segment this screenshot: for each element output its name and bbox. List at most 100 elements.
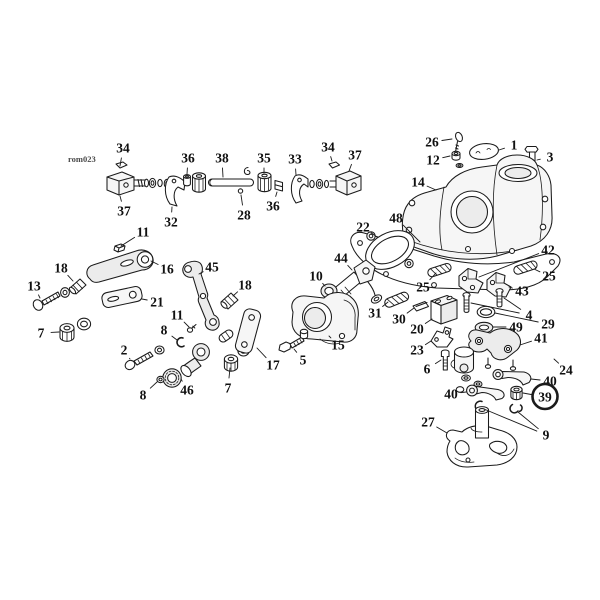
callout-10: 10 <box>309 269 326 287</box>
callout-label-6: 6 <box>424 362 431 377</box>
part-oil-pump-27 <box>445 406 518 468</box>
part-cap-34-right <box>328 161 341 169</box>
part-screw-11-bottom <box>186 323 197 333</box>
part-washers-stack <box>461 374 483 388</box>
callout-39: 39 <box>522 382 559 411</box>
callout-label-26: 26 <box>425 135 439 150</box>
callout-label-27: 27 <box>421 415 435 430</box>
callout-12: 12 <box>426 153 451 168</box>
leader-line <box>149 381 158 389</box>
callout-label-2: 2 <box>121 343 128 358</box>
part-washer-8-bottom <box>156 375 165 384</box>
callout-26: 26 <box>425 135 453 150</box>
leader-line <box>429 272 437 281</box>
part-spacer-18-right <box>220 292 239 310</box>
callout-18: 18 <box>232 278 252 297</box>
leader-line <box>183 321 190 328</box>
callout-label-30: 30 <box>392 312 406 327</box>
leader-line <box>406 307 415 314</box>
part-plate-21 <box>101 286 143 308</box>
callout-37: 37 <box>348 148 362 172</box>
leader-line <box>498 147 505 151</box>
callout-label-18: 18 <box>238 278 252 293</box>
part-spring-25-right <box>513 260 538 275</box>
callout-5: 5 <box>293 348 307 368</box>
part-lever-40-lower <box>455 384 505 401</box>
callout-13: 13 <box>27 279 41 299</box>
part-nut-11-top <box>113 243 126 253</box>
callout-8: 8 <box>140 381 158 403</box>
callout-label-11: 11 <box>137 225 150 240</box>
part-washers-right <box>309 178 330 190</box>
leader-line <box>470 302 520 314</box>
callout-31: 31 <box>368 301 389 321</box>
leader-line <box>180 378 183 382</box>
part-governor-plate-41 <box>468 328 522 371</box>
callout-label-13: 13 <box>27 279 41 294</box>
part-washer <box>60 287 70 298</box>
callout-34: 34 <box>321 140 335 162</box>
leader-line <box>119 195 122 202</box>
callout-label-34: 34 <box>116 141 130 156</box>
part-pawl-carrier-37-left <box>106 171 150 196</box>
callout-label-25: 25 <box>416 280 430 295</box>
callout-16: 16 <box>150 260 174 277</box>
part-washer <box>154 345 165 355</box>
part-adjuster-nut <box>191 172 207 193</box>
leader-line <box>402 224 421 243</box>
callout-label-12: 12 <box>426 153 440 168</box>
leader-line <box>424 318 433 324</box>
callout-label-37: 37 <box>117 204 131 219</box>
part-nut-35 <box>257 171 272 193</box>
leader-line <box>38 294 41 299</box>
leader-line <box>522 392 532 395</box>
leader-line <box>120 236 136 247</box>
leader-line <box>322 282 326 287</box>
callout-4: 4 <box>470 297 533 323</box>
callout-label-3: 3 <box>547 150 554 165</box>
part-lever-16 <box>86 249 154 283</box>
leader-line <box>503 297 522 310</box>
part-bracket-23 <box>430 326 454 348</box>
leader-line <box>436 426 448 434</box>
part-clip <box>243 166 251 176</box>
part-cam-cover-14 <box>401 154 553 260</box>
callout-label-38: 38 <box>215 151 229 166</box>
callout-label-15: 15 <box>331 338 345 353</box>
leader-line <box>275 191 278 197</box>
part-pawl-32 <box>164 175 186 207</box>
callout-25: 25 <box>533 269 556 284</box>
leader-line <box>460 391 467 394</box>
callout-28: 28 <box>237 194 251 223</box>
leader-line <box>256 347 267 359</box>
callout-30: 30 <box>392 307 415 327</box>
callout-49: 49 <box>492 320 523 335</box>
part-pawl-carrier-37-right <box>329 170 362 196</box>
part-nut-7-left <box>59 323 75 342</box>
callout-35: 35 <box>257 151 271 174</box>
part-block-20 <box>430 294 458 325</box>
callout-41: 41 <box>519 331 548 346</box>
callout-label-46: 46 <box>180 383 194 398</box>
callout-label-28: 28 <box>237 208 251 223</box>
part-washer <box>76 317 92 331</box>
callout-22: 22 <box>356 220 378 238</box>
callout-label-49: 49 <box>509 320 523 335</box>
leader-line <box>530 378 541 381</box>
callout-label-42: 42 <box>541 243 555 258</box>
callout-label-32: 32 <box>164 215 178 230</box>
callout-18: 18 <box>54 261 74 282</box>
callout-27: 27 <box>421 415 448 434</box>
leader-line <box>483 408 538 432</box>
leader-line <box>222 167 224 178</box>
callout-21: 21 <box>141 295 164 310</box>
callout-14: 14 <box>411 175 437 191</box>
callout-label-31: 31 <box>368 306 382 321</box>
part-bolt-2 <box>124 351 154 371</box>
leader-line <box>228 367 231 379</box>
leader-line <box>517 411 539 430</box>
callout-label-9: 9 <box>543 428 550 443</box>
callout-label-8: 8 <box>140 388 147 403</box>
